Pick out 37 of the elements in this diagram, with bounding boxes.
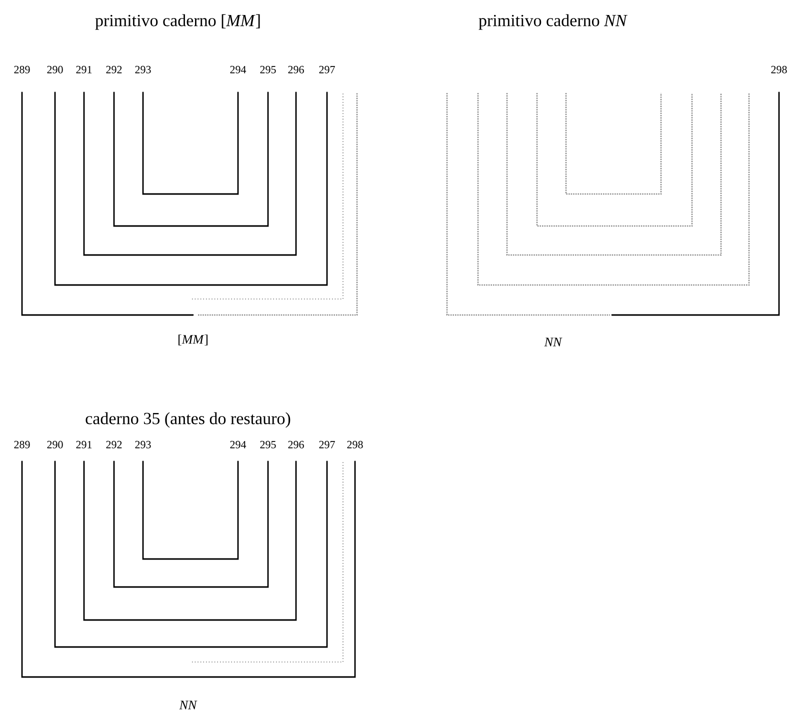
folio-number: 291 [76, 66, 92, 74]
folio-number: 297 [319, 66, 335, 74]
leaf-line [142, 92, 239, 195]
folio-number: 298 [771, 66, 787, 74]
panel-title: caderno 35 (antes do restauro) [86, 412, 290, 428]
quire-label: [MM] [178, 334, 208, 346]
folio-number: 293 [135, 440, 151, 448]
folio-number: 289 [14, 440, 30, 448]
leaf-line [142, 460, 239, 560]
folio-number: 290 [47, 440, 63, 448]
leaf-line [21, 460, 356, 678]
panel-title: primitivo caderno NN [478, 14, 628, 30]
folio-number: 292 [106, 66, 122, 74]
leaf-line [21, 92, 194, 316]
quire-label: NN [179, 700, 198, 710]
folio-number: 295 [260, 66, 276, 74]
folio-number: 296 [288, 440, 304, 448]
folio-number: 290 [47, 66, 63, 74]
quire-label: NN [544, 338, 562, 346]
folio-number: 294 [230, 440, 246, 448]
folio-number: 292 [106, 440, 122, 448]
panel-title: primitivo caderno [MM] [95, 14, 260, 30]
folio-number: 296 [288, 66, 304, 74]
leaf-line [113, 92, 269, 227]
folio-number: 297 [319, 440, 335, 448]
leaf-line [54, 460, 328, 648]
folio-number: 293 [135, 66, 151, 74]
leaf-line [611, 92, 780, 316]
leaf-line [54, 92, 328, 286]
folio-number: 294 [230, 66, 246, 74]
leaf-line [83, 92, 297, 256]
folio-number: 291 [76, 440, 92, 448]
leaf-line [113, 460, 269, 588]
folio-number: 289 [14, 66, 30, 74]
folio-number: 298 [347, 440, 363, 448]
folio-number: 295 [260, 440, 276, 448]
leaf-line [83, 460, 297, 621]
